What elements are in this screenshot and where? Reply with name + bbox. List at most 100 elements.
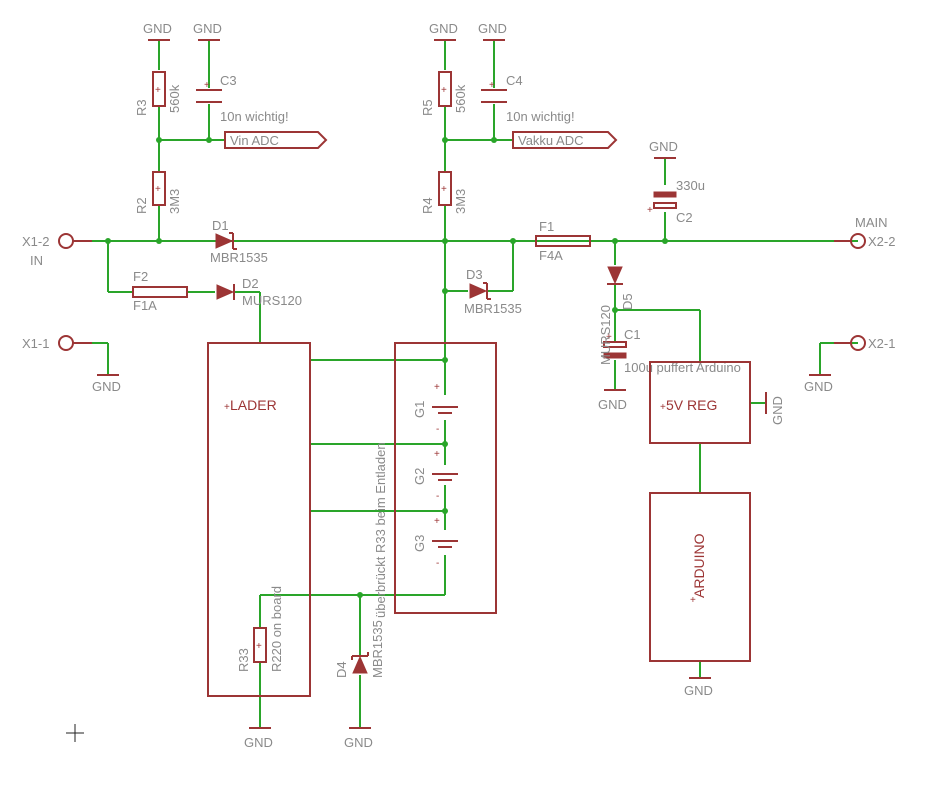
connector-x2-1 [834,335,866,351]
c1-name: C1 [624,327,641,342]
svg-text:+: + [155,184,161,195]
capacitor-c1: + [603,332,627,359]
gnd-label: GND [684,683,713,698]
lader-block: + [207,342,311,697]
regulator-block: + [649,361,751,444]
svg-text:+: + [660,402,666,413]
net-label-vakku-adc [512,131,618,149]
d2-value: MURS120 [242,293,302,308]
arduino-block: + [649,492,751,662]
diode-d4 [351,652,369,674]
d2-name: D2 [242,276,259,291]
x2-1-label: X2-1 [868,336,895,351]
f1-value: F4A [539,248,563,263]
svg-text:+: + [204,80,210,91]
x1-1-label: X1-1 [22,336,49,351]
d5-name: D5 [620,293,635,310]
gnd-label: GND [598,397,627,412]
gnd-label: GND [429,21,458,36]
resistor-r4: + [438,171,452,206]
c3-name: C3 [220,73,237,88]
diode-d5 [607,266,623,285]
battery-pack: + - + - + - [394,342,497,614]
r33-bypass-note: überbrückt R33 beim Entladen [373,442,388,618]
svg-text:+: + [434,516,440,527]
c4-note: 10n wichtig! [506,109,575,124]
x2-2-label: X2-2 [868,234,895,249]
r5-name: R5 [420,99,435,116]
r5-value: 560k [453,84,468,113]
d5-value: MURS120 [598,305,613,365]
d3-name: D3 [466,267,483,282]
r33-name: R33 [236,648,251,672]
svg-text:-: - [436,558,439,569]
svg-text:+: + [690,595,696,606]
f1-name: F1 [539,219,554,234]
c4-name: C4 [506,73,523,88]
svg-text:+: + [224,402,230,413]
diode-d2 [216,284,235,300]
resistor-r2: + [152,171,166,206]
gnd-label: GND [804,379,833,394]
r4-value: 3M3 [453,189,468,214]
g1-label: G1 [412,401,427,418]
vakku-adc-label: Vakku ADC [518,133,584,148]
d4-value: MBR1535 [370,620,385,678]
r4-name: R4 [420,197,435,214]
resistor-r3: + [152,71,166,107]
connector-x2-2 [834,233,866,249]
d3-value: MBR1535 [464,301,522,316]
c3-note: 10n wichtig! [220,109,289,124]
connector-x1-2 [58,233,92,249]
arduino-label: ARDUINO [691,533,707,598]
svg-text:+: + [256,641,262,652]
resistor-r33: + [253,627,267,663]
c2-name: C2 [676,210,693,225]
c1-note: 100u puffert Arduino [624,360,741,375]
d1-name: D1 [212,218,229,233]
capacitor-c4: + [481,80,507,103]
wires [75,40,858,728]
c2-value: 330u [676,178,705,193]
gnd-label: GND [344,735,373,750]
diode-d3 [469,282,491,300]
svg-text:+: + [489,80,495,91]
in-label: IN [30,253,43,268]
r33-value: R220 on board [269,586,284,672]
connector-x1-1 [58,335,92,351]
diode-d1 [215,232,237,250]
fuse-f1 [535,235,591,247]
junctions [105,137,668,598]
svg-text:+: + [155,85,161,96]
svg-text:-: - [436,491,439,502]
regulator-label: 5V REG [666,397,717,413]
resistor-r5: + [438,71,452,107]
svg-text:+: + [606,332,612,343]
vin-adc-label: Vin ADC [230,133,279,148]
capacitor-c3: + [196,80,222,103]
g2-label: G2 [412,468,427,485]
r3-value: 560k [167,84,182,113]
main-label: MAIN [855,215,888,230]
gnd-label: GND [770,396,785,425]
gnd-label: GND [244,735,273,750]
d4-name: D4 [334,661,349,678]
gnd-symbols [97,39,831,729]
f2-name: F2 [133,269,148,284]
gnd-label: GND [478,21,507,36]
gnd-label: GND [193,21,222,36]
r2-value: 3M3 [167,189,182,214]
fuse-f2 [132,286,188,298]
r2-name: R2 [134,197,149,214]
svg-text:+: + [647,205,653,216]
capacitor-c2: + [647,191,677,216]
svg-text:+: + [441,85,447,96]
svg-text:+: + [434,382,440,393]
g3-label: G3 [412,535,427,552]
svg-text:+: + [441,184,447,195]
net-label-vin-adc [224,131,328,149]
f2-value: F1A [133,298,157,313]
gnd-label: GND [143,21,172,36]
